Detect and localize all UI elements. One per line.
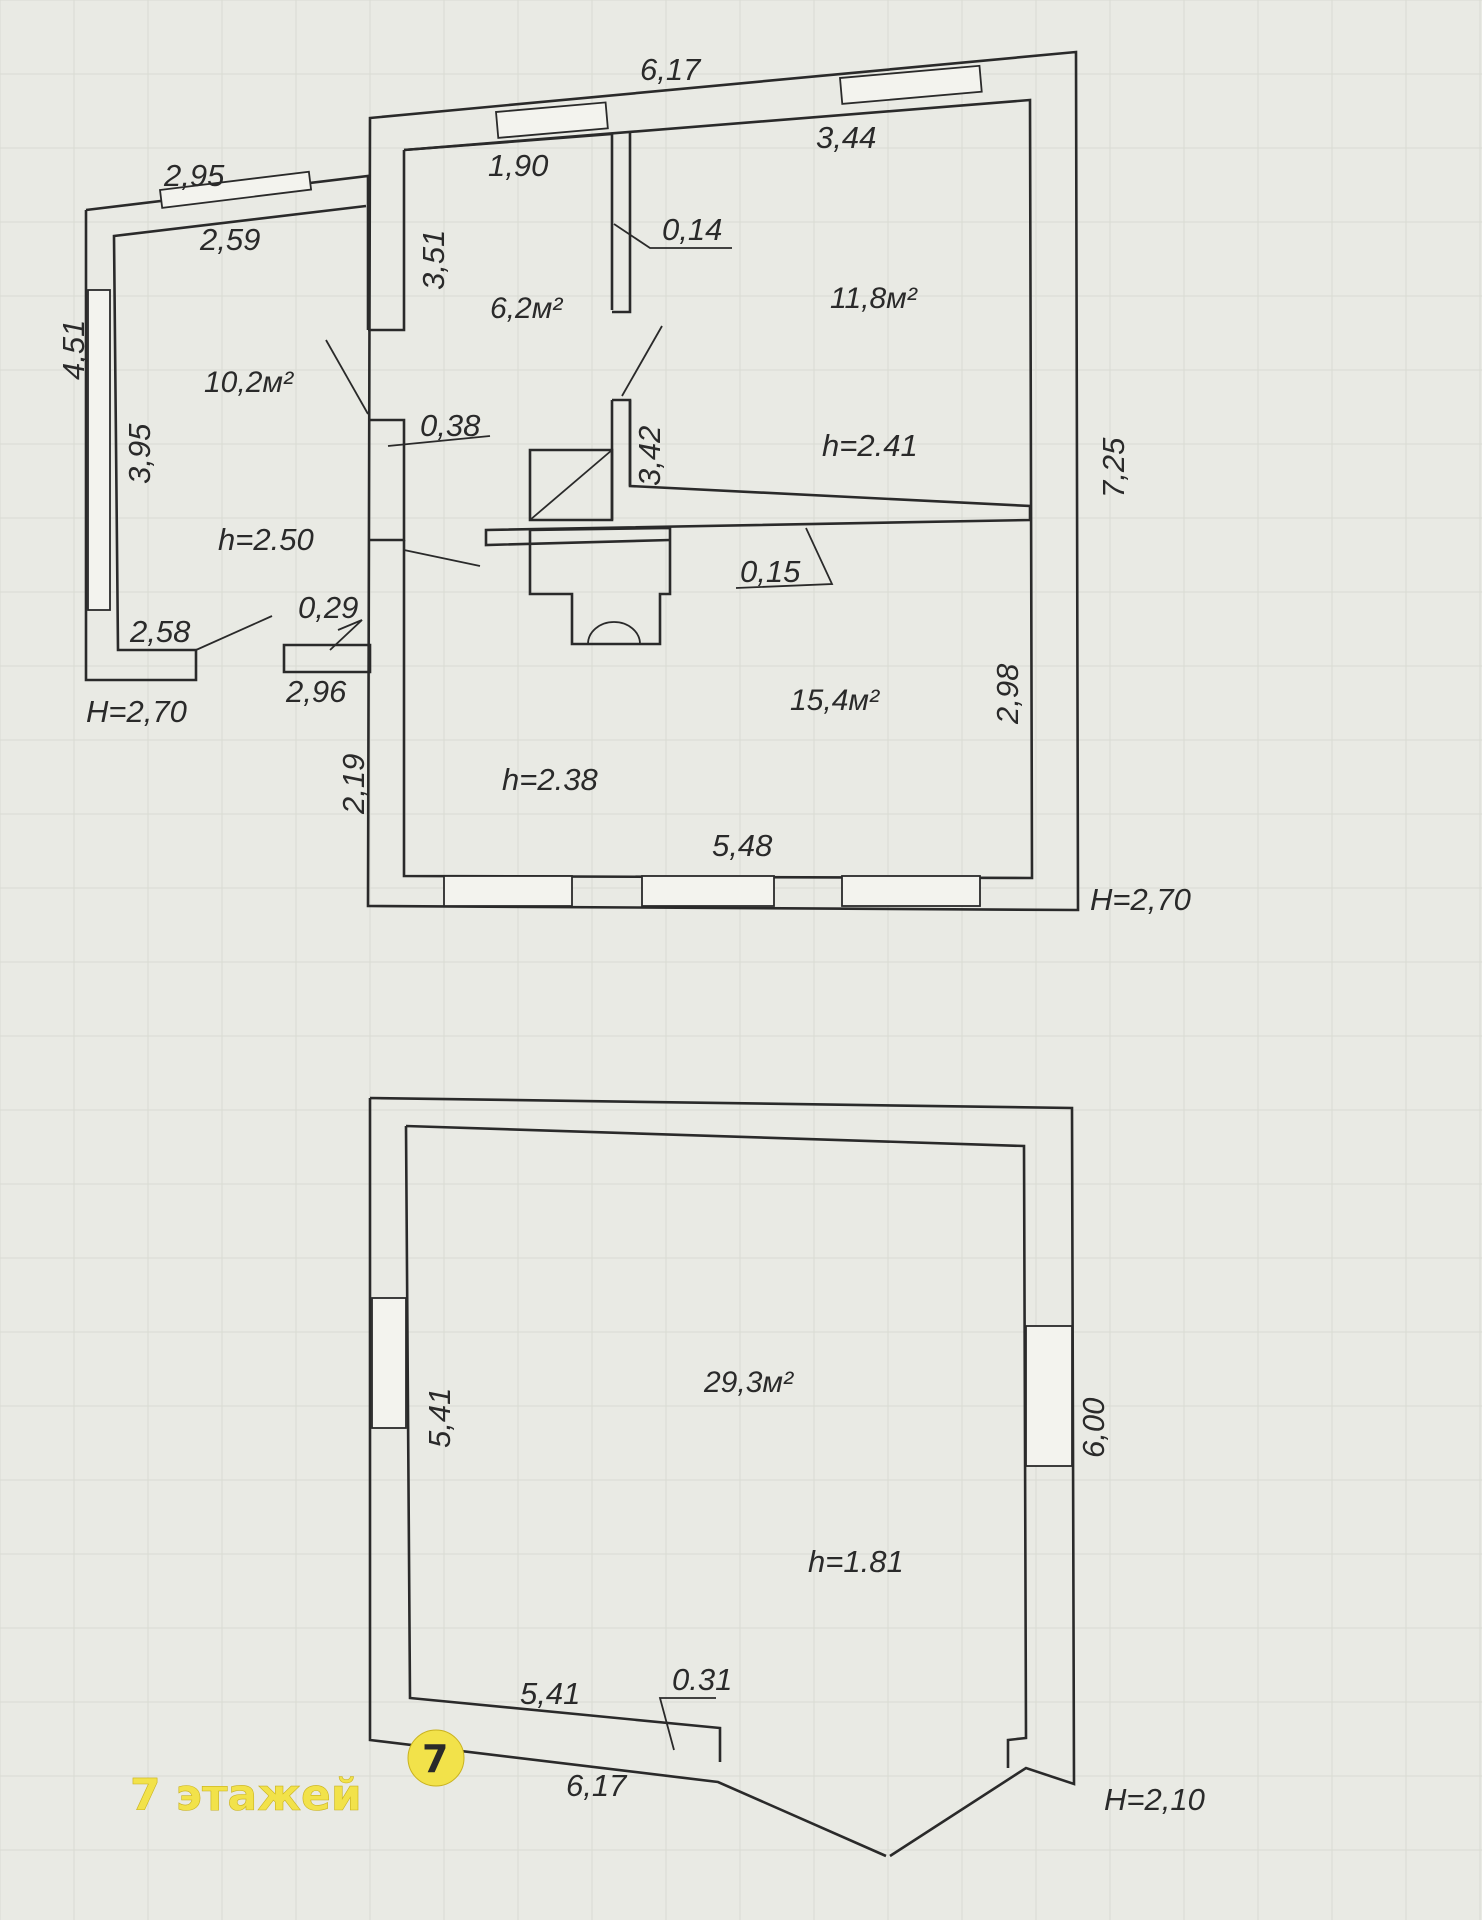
door-swing-3 — [403, 549, 481, 567]
dim-wall-015: 0,15 — [740, 554, 801, 589]
dim-wall-038: 0,38 — [420, 408, 481, 443]
dim-bottom-296: 2,96 — [285, 674, 347, 709]
outer-height-wing: H=2,70 — [86, 694, 187, 729]
floor2-height: h=1.81 — [808, 1544, 904, 1579]
watermark-logo-char: 7 — [422, 1737, 448, 1781]
dim-left-inner-top: 2,59 — [199, 222, 260, 257]
leader-014 — [613, 223, 732, 249]
partition-342 — [610, 400, 632, 520]
leader-015 — [735, 527, 834, 589]
floor-1-plan: 6,17 2,95 2,59 4,51 3,95 2,58 0,29 2,96 … — [56, 50, 1191, 917]
leader-031 — [658, 1697, 716, 1751]
room-11-8-bottom-wall — [484, 398, 1032, 547]
dim-right-298: 2,98 — [990, 663, 1025, 725]
floor2-dim-left: 5,41 — [422, 1388, 457, 1448]
bottom-window-3 — [841, 875, 981, 907]
stove-lower — [528, 526, 672, 646]
wing-top-window — [158, 170, 313, 209]
dim-top-total: 6,17 — [640, 52, 702, 87]
stove-upper — [528, 448, 614, 522]
floor2-dim-wall-031: 0.31 — [672, 1662, 732, 1697]
hall-partition — [612, 132, 632, 314]
floor2-dim-right: 6,00 — [1076, 1398, 1111, 1458]
door-swing-2 — [621, 325, 663, 397]
dim-left-inner: 3,95 — [122, 423, 157, 484]
corridor-wall — [370, 418, 406, 542]
room-area-10-2: 10,2м² — [204, 366, 294, 399]
dim-left-outer: 4,51 — [56, 320, 91, 380]
watermark-logo-icon: 7 — [407, 1729, 465, 1787]
floor2-dim-bottom-inner: 5,41 — [520, 1676, 580, 1711]
leader-029 — [329, 619, 363, 651]
dim-wall-029: 0,29 — [298, 590, 358, 625]
hall-walls — [368, 132, 614, 332]
dim-hall-top: 1,90 — [488, 148, 548, 183]
stove-arc — [587, 621, 641, 645]
leader-258 — [195, 615, 273, 651]
watermark: 7 этажей 7 — [130, 1729, 465, 1821]
top-window-1 — [495, 101, 609, 139]
room-area-15-4: 15,4м² — [790, 684, 880, 717]
room-height-2-41: h=2.41 — [822, 428, 918, 463]
floor1-inner-wall — [402, 98, 1034, 880]
room-area-11-8: 11,8м² — [830, 282, 918, 315]
dim-vert-342: 3,42 — [632, 426, 667, 486]
wing-left-window — [87, 289, 111, 611]
floor2-inner-wall — [404, 1124, 1028, 1768]
dim-left-bottom: 2,58 — [129, 614, 191, 649]
outer-height-main: H=2,70 — [1090, 882, 1191, 917]
room-height-2-50: h=2.50 — [218, 522, 314, 557]
dim-room-top: 3,44 — [816, 120, 876, 155]
floor1-wall-stub — [282, 643, 372, 674]
room-height-2-38: h=2.38 — [502, 762, 598, 797]
dim-bottom-548: 5,48 — [712, 828, 773, 863]
floor2-right-window — [1025, 1325, 1073, 1467]
floor2-left-window — [371, 1297, 407, 1429]
bottom-window-1 — [443, 875, 573, 907]
floor2-outer-wall — [368, 1096, 1076, 1858]
floor2-area: 29,3м² — [703, 1366, 794, 1399]
dim-right-total: 7,25 — [1096, 437, 1131, 498]
room-area-6-2: 6,2м² — [490, 292, 563, 325]
dim-top-left-wing: 2,95 — [163, 158, 225, 193]
watermark-text: 7 этажей — [130, 1770, 362, 1821]
floor1-outer-wall — [366, 50, 1080, 912]
top-window-2 — [839, 64, 983, 105]
bottom-window-2 — [641, 875, 775, 907]
floor-2-plan: 29,3м² h=1.81 5,41 6,00 5,41 0.31 6,17 H… — [368, 1096, 1205, 1858]
dim-hall-side: 3,51 — [416, 230, 451, 290]
stove-diagonal — [529, 449, 613, 521]
leader-038 — [387, 435, 491, 447]
floor2-outer-height: H=2,10 — [1104, 1782, 1205, 1817]
dim-wall-014: 0,14 — [662, 212, 722, 247]
dim-vert-219: 2,19 — [336, 754, 371, 815]
door-swing-1 — [325, 339, 369, 415]
floor2-dim-bottom-outer: 6,17 — [566, 1768, 628, 1803]
